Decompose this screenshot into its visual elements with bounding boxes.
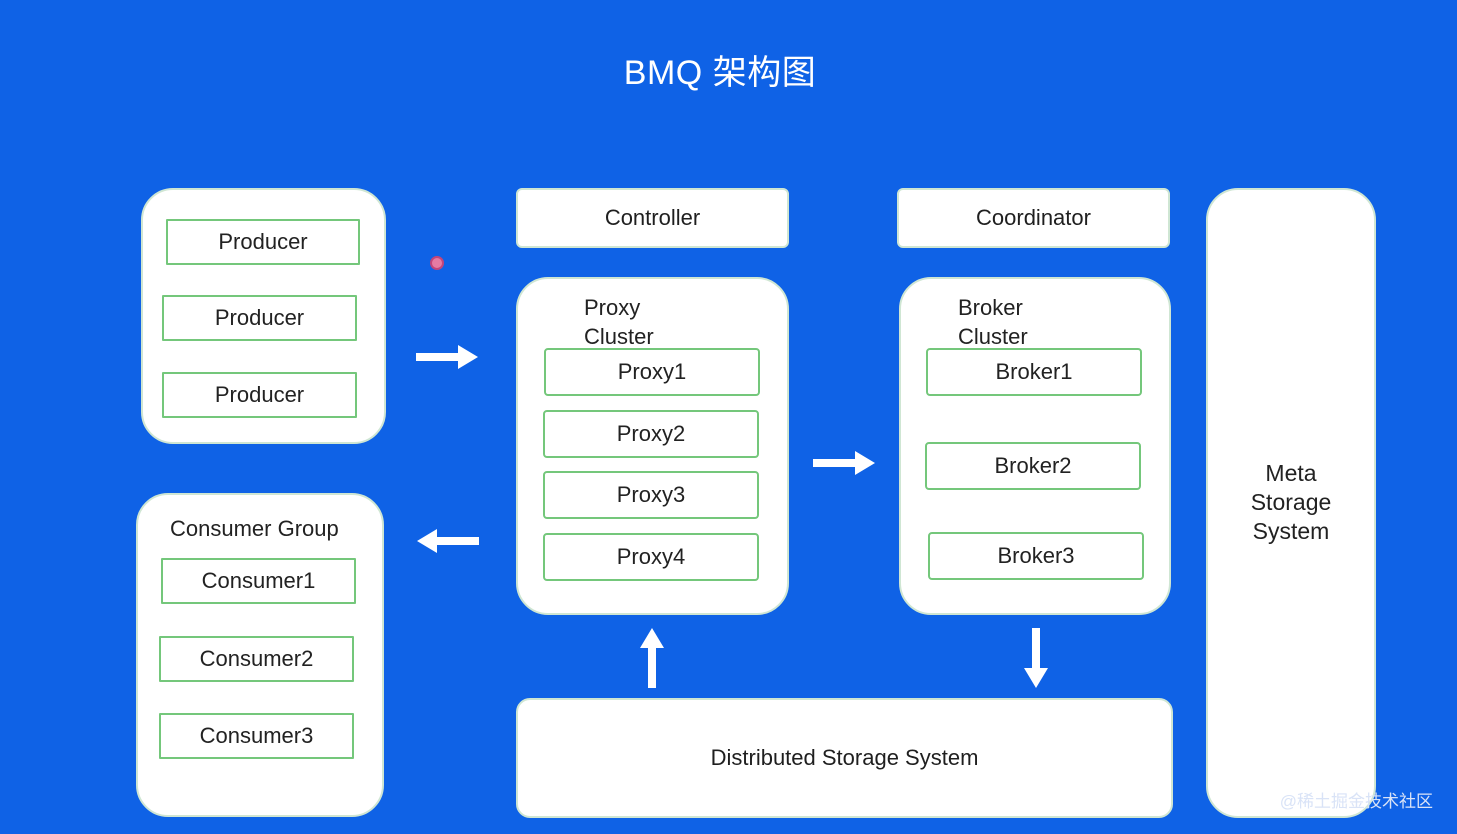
arrow-right-icon [811,449,877,477]
distributed-storage-label: Distributed Storage System [710,745,979,770]
distributed-storage-box: Distributed Storage System [516,698,1173,818]
arrow-left-icon [415,527,481,555]
meta-storage-label: Meta Storage System [1206,459,1376,546]
meta-storage-line2: Storage [1250,489,1332,515]
arrow-up-icon [638,626,666,690]
broker-cluster-label-line2: Cluster [958,324,1028,349]
proxy-box-1: Proxy1 [544,348,760,396]
producer-box-3: Producer [162,372,357,418]
arrow-right-icon [414,343,480,371]
proxy-box-3: Proxy3 [543,471,759,519]
consumer-box-2: Consumer2 [159,636,354,682]
meta-storage-panel [1206,188,1376,818]
broker-box-3: Broker3 [928,532,1144,580]
coordinator-label: Coordinator [976,205,1091,230]
broker-cluster-label: Broker Cluster [958,293,1028,351]
coordinator-box: Coordinator [897,188,1170,248]
proxy-box-2: Proxy2 [543,410,759,458]
proxy-box-4: Proxy4 [543,533,759,581]
controller-label: Controller [604,205,701,230]
meta-storage-line1: Meta [1265,460,1317,486]
proxy-cluster-label-line2: Cluster [584,324,654,349]
meta-storage-line3: System [1252,518,1330,544]
arrow-down-icon [1022,626,1050,690]
diagram-title: BMQ 架构图 [623,54,817,92]
consumer-box-1: Consumer1 [161,558,356,604]
consumer-box-3: Consumer3 [159,713,354,759]
cursor-indicator [430,256,444,270]
broker-box-1: Broker1 [926,348,1142,396]
broker-box-2: Broker2 [925,442,1141,490]
consumer-group-label: Consumer Group [170,516,339,541]
watermark: @稀土掘金技术社区 [1279,792,1433,811]
proxy-cluster-label: Proxy Cluster [584,293,654,351]
producer-box-2: Producer [162,295,357,341]
proxy-cluster-label-line1: Proxy [584,295,641,320]
controller-box: Controller [516,188,789,248]
producer-box-1: Producer [166,219,360,265]
broker-cluster-label-line1: Broker [958,295,1023,320]
